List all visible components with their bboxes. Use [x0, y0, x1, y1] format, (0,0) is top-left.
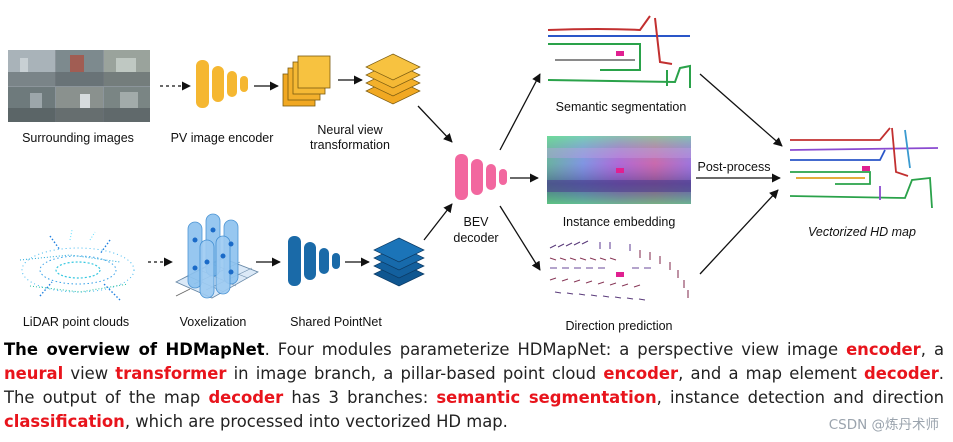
arrow-top-to-bev	[417, 105, 453, 143]
caption-lead: The overview of HDMapNet	[4, 340, 265, 359]
label-bev-1: BEV	[463, 215, 489, 229]
caption-highlight: encoder	[603, 364, 679, 383]
vectorized-map-icon	[789, 127, 939, 209]
voxel-pillars-icon	[175, 213, 259, 299]
caption-highlight: transformer	[115, 364, 227, 383]
caption-text: . The output of the map	[4, 364, 944, 407]
caption-highlight: decoder	[208, 388, 284, 407]
caption-highlight: encoder	[846, 340, 921, 359]
label-voxelization: Voxelization	[180, 315, 247, 329]
arrow-bottom-to-bev	[423, 203, 453, 241]
embedding-heatmap-icon	[547, 136, 691, 204]
label-lidar: LiDAR point clouds	[23, 315, 129, 329]
watermark: CSDN @炼丹术师	[828, 413, 939, 433]
label-surrounding-images: Surrounding images	[22, 131, 134, 145]
label-post-process: Post-process	[698, 160, 771, 174]
label-neural-view-1: Neural view	[317, 123, 383, 137]
label-shared-pointnet: Shared PointNet	[290, 315, 382, 329]
caption-highlight: semantic segmentation	[436, 388, 657, 407]
label-neural-view-2: transformation	[310, 138, 390, 152]
surrounding-images-photo	[8, 50, 150, 122]
caption-highlight: classification	[4, 412, 125, 431]
stacked-feature-icon	[282, 55, 331, 107]
figure-caption: The overview of HDMapNet. Four modules p…	[4, 338, 944, 434]
caption-text: view	[63, 364, 116, 383]
arrow-semantic-to-map	[699, 73, 783, 147]
direction-arrows-icon	[549, 240, 689, 301]
pointnet-icon	[288, 236, 340, 286]
pv-encoder-icon	[196, 60, 248, 108]
arrow-bev-to-semantic	[499, 73, 541, 151]
caption-highlight: decoder	[864, 364, 939, 383]
caption-text: , instance detection and direction	[656, 388, 944, 407]
caption-highlight: neural	[4, 364, 64, 383]
layers-bottom-icon	[373, 237, 425, 287]
caption-text: . Four modules parameterize HDMapNet: a …	[264, 340, 847, 359]
caption-text: , which are processed into vectorized HD…	[124, 412, 508, 431]
caption-text: in image branch, a pillar-based point cl…	[226, 364, 604, 383]
layers-top-icon	[365, 53, 421, 105]
label-pv-encoder: PV image encoder	[171, 131, 274, 145]
label-instance-emb: Instance embedding	[563, 215, 676, 229]
bev-decoder-icon	[455, 154, 507, 200]
arrow-direction-to-map	[699, 189, 779, 275]
caption-text: , a	[920, 340, 944, 359]
label-vectorized-map: Vectorized HD map	[808, 225, 916, 239]
label-bev-2: decoder	[453, 231, 498, 245]
caption-text: , and a map element	[678, 364, 865, 383]
arrow-bev-to-direction	[499, 205, 541, 271]
caption-text: has 3 branches:	[283, 388, 437, 407]
label-direction-pred: Direction prediction	[566, 319, 673, 333]
lidar-scatter-icon	[19, 229, 135, 301]
label-semantic-seg: Semantic segmentation	[556, 100, 687, 114]
semantic-map-icon	[547, 15, 691, 88]
hdmapnet-diagram: Surrounding images PV image encoder Neur…	[8, 15, 939, 333]
